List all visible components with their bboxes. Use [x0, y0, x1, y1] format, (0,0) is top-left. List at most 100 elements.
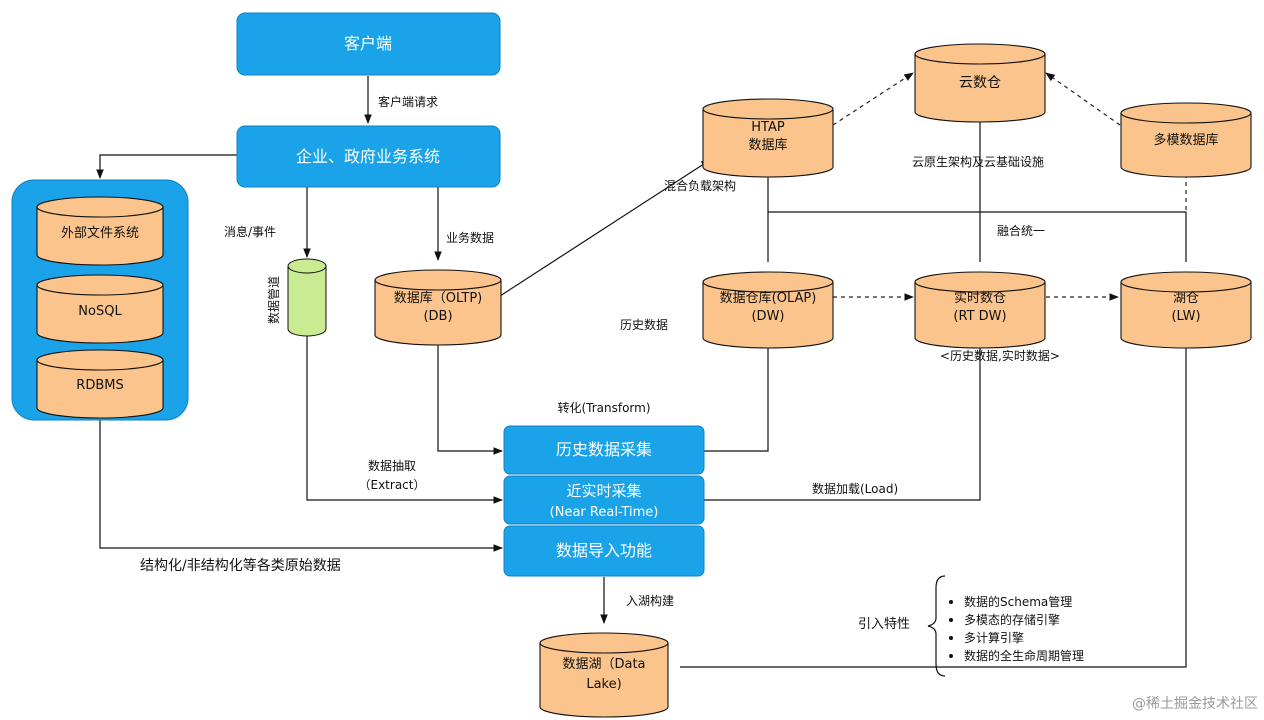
- feature-item: 多模态的存储引擎: [964, 612, 1060, 627]
- cloud-dw-label: 云数仓: [959, 75, 1001, 91]
- bullet: [949, 600, 953, 604]
- enterprise-label: 企业、政府业务系统: [296, 147, 440, 166]
- olap-label: 数据仓库(OLAP): [720, 290, 817, 306]
- bullet: [949, 636, 953, 640]
- lake-build-label: 入湖构建: [626, 593, 674, 608]
- feature-brace: [927, 575, 946, 677]
- cyl-data-lake-top: [539, 632, 669, 654]
- data-pipe-top: [287, 258, 327, 274]
- cyl-rt-dw[interactable]: [914, 271, 1046, 349]
- message-event-label: 消息/事件: [224, 224, 276, 239]
- cyl-data-lake[interactable]: [539, 632, 669, 718]
- rt-dw-sublabel: (RT DW): [953, 309, 1006, 324]
- cyl-oltp-top: [374, 269, 502, 291]
- cyl-multi-db-top: [1120, 102, 1252, 124]
- cyl-oltp-body: [374, 279, 502, 346]
- oltp-sublabel: (DB): [423, 309, 452, 324]
- edge-oltp-htap: [499, 159, 711, 297]
- lake-wh-sublabel: (LW): [1171, 309, 1200, 324]
- extract-sublabel: （Extract）: [359, 478, 426, 492]
- process-boxes: 客户端 企业、政府业务系统 历史数据采集 近实时采集 (Near Real-Ti…: [236, 12, 705, 577]
- edge-nearrt-rtdw: [704, 334, 984, 501]
- hybrid-load-label: 混合负载架构: [664, 178, 736, 193]
- multi-db-label: 多模数据库: [1153, 132, 1218, 148]
- nosql-label: NoSQL: [78, 304, 122, 319]
- data-lake-label: 数据湖（Data: [562, 657, 645, 672]
- cyl-cloud-dw[interactable]: [914, 43, 1046, 123]
- history-realtime-label: <历史数据,实时数据>: [940, 348, 1060, 363]
- client-request-label: 客户端请求: [378, 94, 438, 109]
- client-box[interactable]: [236, 12, 501, 76]
- data-pipe: [287, 258, 327, 337]
- cyl-external-fs-top: [36, 196, 164, 218]
- cyl-olap-top: [702, 271, 834, 293]
- cyl-nosql-top: [36, 274, 164, 296]
- bullet: [949, 618, 953, 622]
- oltp-label: 数据库（OLTP): [394, 290, 483, 306]
- watermark: @稀土掘金技术社区: [1132, 696, 1258, 712]
- edge-enterprise-filesystems: [96, 154, 237, 179]
- cyl-rt-dw-body: [914, 281, 1046, 349]
- raw-data-label: 结构化/非结构化等各类原始数据: [140, 557, 341, 574]
- edge-panel-import: [99, 420, 503, 552]
- cloud-native-label: 云原生架构及云基础设施: [912, 154, 1044, 169]
- cyl-lake-wh[interactable]: [1120, 271, 1252, 349]
- databases: [36, 43, 1252, 718]
- enterprise-box[interactable]: [236, 125, 501, 188]
- import-box[interactable]: [503, 525, 705, 577]
- cyl-oltp[interactable]: [374, 269, 502, 346]
- cyl-rdbms-body: [36, 359, 164, 419]
- near-realtime-sublabel: (Near Real-Time): [550, 505, 659, 520]
- business-data-label: 业务数据: [446, 230, 494, 245]
- cyl-lake-wh-top: [1120, 271, 1252, 293]
- rdbms-label: RDBMS: [76, 378, 123, 393]
- cyl-data-lake-body: [539, 642, 669, 718]
- cyl-htap-body: [702, 108, 834, 178]
- data-lake-sublabel: Lake): [586, 677, 621, 692]
- database-labels: 外部文件系统 NoSQL RDBMS 数据库（OLTP) (DB) HTAP 数…: [61, 75, 1219, 692]
- cyl-multi-db[interactable]: [1120, 102, 1252, 178]
- cyl-external-fs-body: [36, 206, 164, 266]
- feature-list: 数据的Schema管理 多模态的存储引擎 多计算引擎 数据的全生命周期管理: [949, 594, 1084, 663]
- edge-fusion: [768, 211, 1187, 262]
- rt-dw-label: 实时数仓: [954, 291, 1006, 306]
- cyl-external-fs[interactable]: [36, 196, 164, 266]
- data-pipe-label: 数据管道: [266, 276, 281, 324]
- edge-multi-cloud-dashed: [1045, 72, 1121, 126]
- history-collect-label: 历史数据采集: [556, 440, 652, 459]
- introduce-label: 引入特性: [858, 617, 910, 632]
- edge-lake-lakewh: [680, 332, 1190, 668]
- near-realtime-label: 近实时采集: [566, 482, 641, 500]
- cyl-cloud-dw-top: [914, 43, 1046, 65]
- load-label: 数据加载(Load): [812, 481, 898, 496]
- extract-label: 数据抽取: [368, 458, 416, 473]
- htap-sublabel: 数据库: [748, 137, 787, 153]
- feature-item: 数据的Schema管理: [964, 594, 1072, 609]
- external-fs-label: 外部文件系统: [61, 226, 139, 241]
- cyl-rt-dw-top: [914, 271, 1046, 293]
- cyl-htap[interactable]: [702, 98, 834, 178]
- lake-wh-label: 湖仓: [1173, 291, 1199, 306]
- import-label: 数据导入功能: [556, 541, 652, 560]
- data-pipe-cylinder: [287, 265, 327, 337]
- fusion-label: 融合统一: [997, 223, 1045, 238]
- feature-item: 多计算引擎: [964, 630, 1024, 645]
- olap-sublabel: (DW): [751, 309, 784, 324]
- cyl-olap[interactable]: [702, 271, 834, 349]
- cyl-rdbms-top: [36, 349, 164, 371]
- cyl-nosql[interactable]: [36, 274, 164, 344]
- transform-label: 转化(Transform): [557, 400, 650, 415]
- edge-labels: 客户端请求 消息/事件 数据管道 业务数据 混合负载架构 云原生架构及云基础设施…: [140, 94, 1060, 632]
- htap-label: HTAP: [751, 120, 785, 135]
- edge-pipe-nearrt: [306, 336, 503, 504]
- cyl-lake-wh-body: [1120, 281, 1252, 349]
- edge-oltp-history: [437, 330, 503, 455]
- history-data-label: 历史数据: [620, 317, 668, 332]
- cyl-multi-db-body: [1120, 112, 1252, 178]
- cyl-rdbms[interactable]: [36, 349, 164, 419]
- cyl-olap-body: [702, 281, 834, 349]
- near-realtime-box[interactable]: [503, 475, 705, 525]
- bullet: [949, 654, 953, 658]
- history-collect-box[interactable]: [503, 425, 705, 475]
